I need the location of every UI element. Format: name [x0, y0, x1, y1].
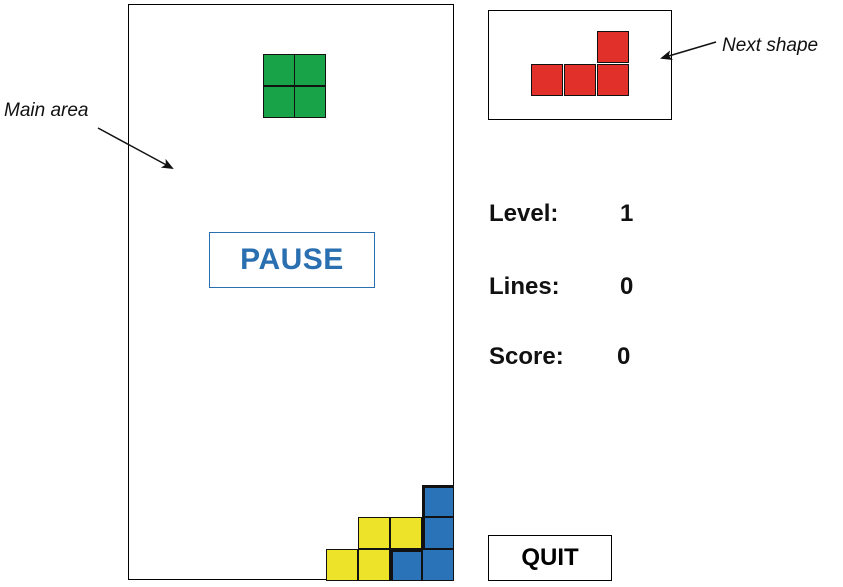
stacked-block: [326, 549, 358, 581]
score-label: Score:: [489, 343, 564, 370]
main-area: [128, 4, 454, 581]
next-piece-block: [564, 64, 596, 96]
level-label: Level:: [489, 200, 559, 227]
stacked-block: [422, 517, 454, 549]
quit-button[interactable]: QUIT: [488, 535, 612, 581]
next-shape-annotation: Next shape: [722, 35, 819, 56]
falling-piece-block: [263, 54, 295, 86]
lines-label: Lines:: [489, 273, 560, 300]
falling-piece-block: [294, 54, 326, 86]
stacked-block: [422, 549, 454, 581]
falling-piece-block: [294, 86, 326, 118]
score-value: 0: [617, 343, 631, 370]
stacked-block: [422, 485, 454, 517]
stacked-block: [390, 517, 422, 549]
main-area-annotation: Main area: [4, 100, 89, 121]
stacked-block: [390, 549, 422, 581]
stacked-block: [358, 517, 390, 549]
level-value: 1: [620, 200, 634, 227]
next-shape-box: [488, 10, 672, 120]
next-piece-block: [597, 31, 629, 63]
falling-piece-block: [263, 86, 295, 118]
stacked-block: [358, 549, 390, 581]
lines-value: 0: [620, 273, 634, 300]
next-piece-block: [531, 64, 563, 96]
next-piece-block: [597, 64, 629, 96]
pause-button[interactable]: PAUSE: [209, 232, 375, 288]
